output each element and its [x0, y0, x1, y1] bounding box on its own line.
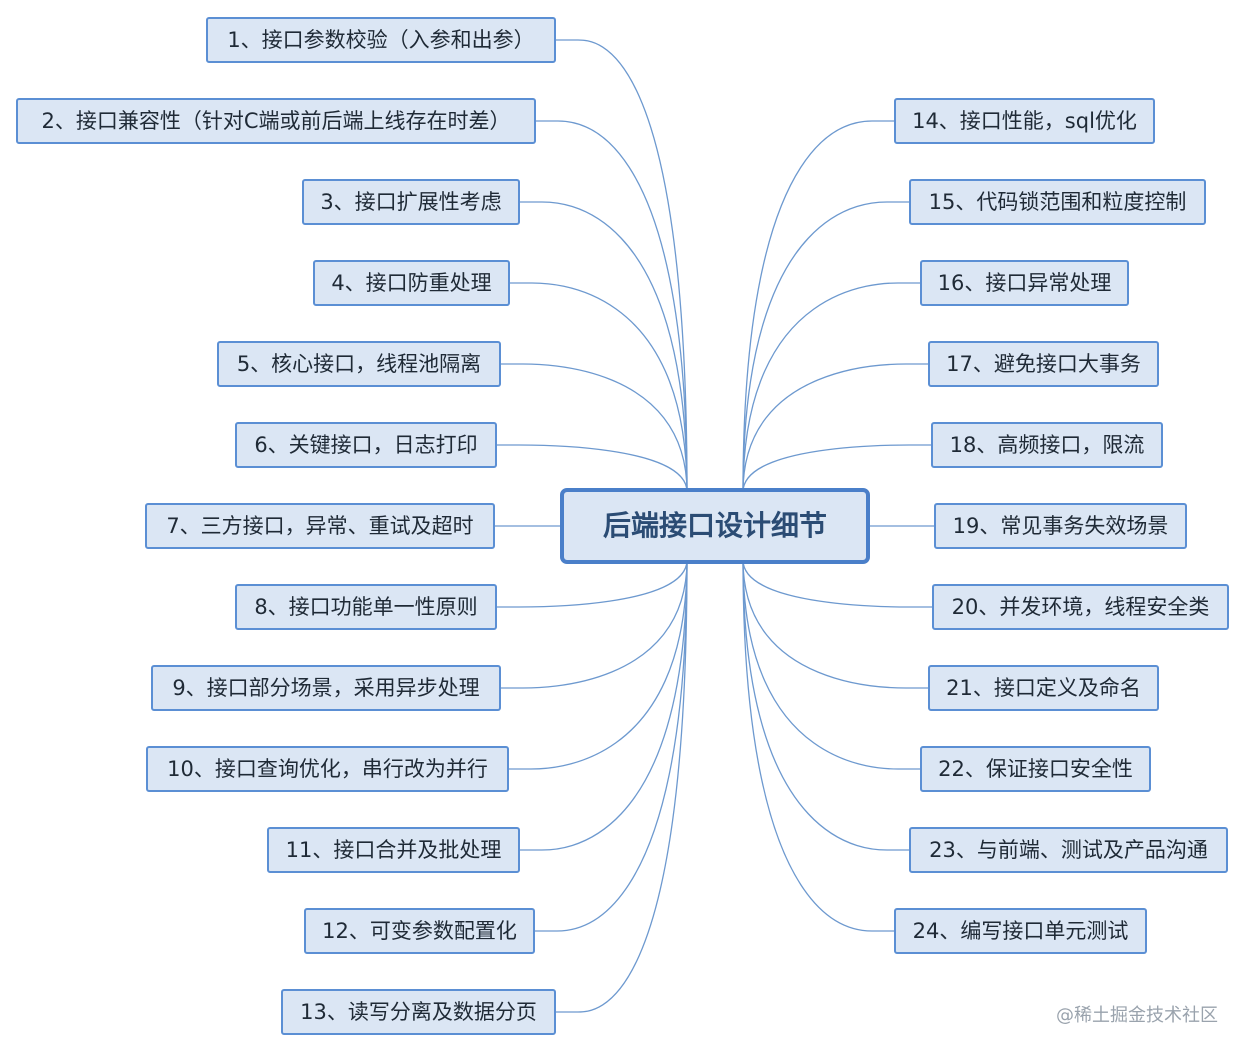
connector-line [509, 559, 688, 770]
connector-line [497, 444, 688, 493]
topic-node-4[interactable]: 4、接口防重处理 [313, 260, 510, 306]
topic-node-15[interactable]: 15、代码锁范围和粒度控制 [909, 179, 1206, 225]
connector-line [742, 559, 920, 770]
topic-node-23[interactable]: 23、与前端、测试及产品沟通 [909, 827, 1228, 873]
connector-line [742, 559, 932, 608]
connector-line [501, 363, 688, 493]
topic-node-22[interactable]: 22、保证接口安全性 [920, 746, 1151, 792]
connector-line [742, 363, 928, 493]
connector-line [510, 282, 688, 493]
connector-line [501, 559, 688, 689]
topic-node-17[interactable]: 17、避免接口大事务 [928, 341, 1159, 387]
topic-node-3[interactable]: 3、接口扩展性考虑 [302, 179, 520, 225]
connector-line [742, 559, 928, 689]
topic-node-20[interactable]: 20、并发环境，线程安全类 [932, 584, 1229, 630]
central-topic[interactable]: 后端接口设计细节 [560, 488, 870, 564]
topic-node-21[interactable]: 21、接口定义及命名 [928, 665, 1159, 711]
topic-node-9[interactable]: 9、接口部分场景，采用异步处理 [151, 665, 501, 711]
topic-node-13[interactable]: 13、读写分离及数据分页 [281, 989, 556, 1035]
topic-node-2[interactable]: 2、接口兼容性（针对C端或前后端上线存在时差） [16, 98, 536, 144]
connector-line [497, 559, 688, 608]
connector-line [742, 201, 909, 493]
topic-node-19[interactable]: 19、常见事务失效场景 [934, 503, 1187, 549]
topic-node-7[interactable]: 7、三方接口，异常、重试及超时 [145, 503, 495, 549]
connector-line [520, 201, 688, 493]
connector-line [520, 559, 688, 851]
topic-node-1[interactable]: 1、接口参数校验（入参和出参） [206, 17, 556, 63]
connector-line [556, 559, 688, 1013]
topic-node-11[interactable]: 11、接口合并及批处理 [267, 827, 520, 873]
connector-line [742, 120, 894, 493]
topic-node-12[interactable]: 12、可变参数配置化 [304, 908, 535, 954]
connector-line [742, 444, 931, 493]
topic-node-10[interactable]: 10、接口查询优化，串行改为并行 [146, 746, 509, 792]
topic-node-6[interactable]: 6、关键接口，日志打印 [235, 422, 497, 468]
connector-line [742, 559, 894, 932]
topic-node-8[interactable]: 8、接口功能单一性原则 [235, 584, 497, 630]
connector-line [742, 559, 909, 851]
topic-node-24[interactable]: 24、编写接口单元测试 [894, 908, 1147, 954]
connector-line [556, 39, 688, 493]
topic-node-5[interactable]: 5、核心接口，线程池隔离 [217, 341, 501, 387]
connector-line [742, 282, 920, 493]
watermark: @稀土掘金技术社区 [1056, 1005, 1218, 1026]
connector-line [536, 120, 688, 493]
topic-node-16[interactable]: 16、接口异常处理 [920, 260, 1129, 306]
topic-node-14[interactable]: 14、接口性能，sql优化 [894, 98, 1155, 144]
connector-line [535, 559, 688, 932]
topic-node-18[interactable]: 18、高频接口，限流 [931, 422, 1163, 468]
